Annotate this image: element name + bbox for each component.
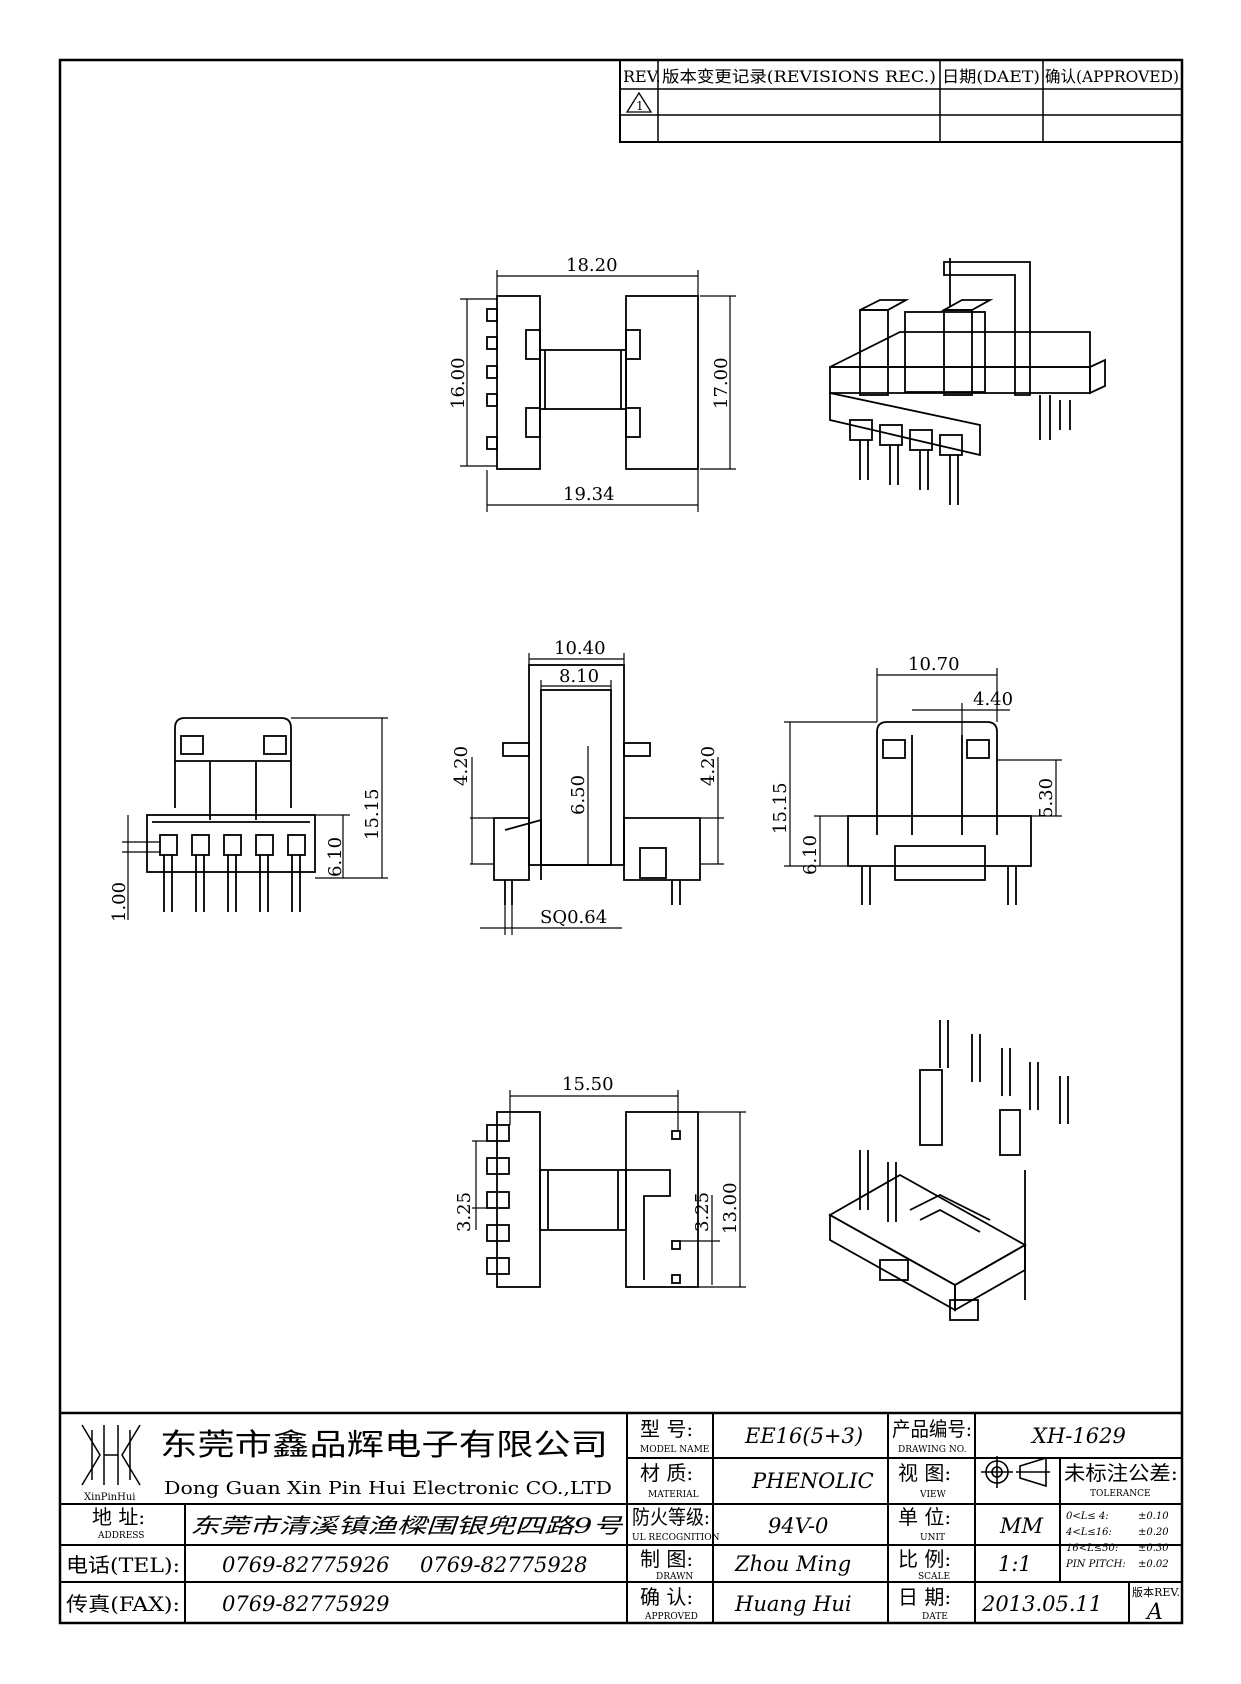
revision-triangle-icon (625, 91, 653, 113)
side-view-left (122, 717, 388, 920)
company-logo-icon (81, 1424, 141, 1486)
tolerance-label: 未标注公差: (1064, 1461, 1178, 1485)
model-label: 型 号: (640, 1417, 693, 1441)
fire-rating-value: 94V-0 (768, 1514, 828, 1538)
logo-text: XinPinHui (84, 1492, 135, 1503)
dim-top-width-bottom: 19.34 (563, 484, 615, 505)
dim-top-width-top: 18.20 (566, 255, 618, 276)
dim-front-outer-width: 10.40 (554, 638, 606, 659)
address-label: 地 址: (92, 1505, 145, 1529)
dim-right-base-height: 6.10 (800, 835, 821, 875)
tel-value-1: 0769-82775926 (222, 1553, 389, 1577)
dim-right-total-height: 15.15 (770, 782, 791, 834)
scale-sub: SCALE (918, 1572, 950, 1582)
address-value: 东莞市清溪镇渔樑围银兜四路9号 (190, 1514, 623, 1538)
dim-front-center-height: 6.50 (568, 775, 589, 815)
unit-label: 单 位: (898, 1505, 951, 1529)
date-value: 2013.05.11 (981, 1592, 1102, 1616)
front-view (470, 653, 724, 935)
sheet-border (58, 58, 1184, 1625)
dim-side-height-total: 15.15 (362, 788, 383, 840)
dim-side-pin-offset: 1.00 (109, 882, 130, 922)
view-label: 视 图: (898, 1461, 951, 1485)
dim-bottom-pitch-right: 3.25 (692, 1192, 713, 1232)
dim-bottom-pitch-left: 3.25 (454, 1192, 475, 1232)
bottom-view (472, 1090, 746, 1288)
tolerance-range-0: 0<L≤ 4: (1066, 1511, 1109, 1522)
tolerance-table: 0<L≤ 4: ±0.10 4<L≤16: ±0.20 16<L≤50: ±0.… (1065, 1511, 1169, 1570)
rev-label: 版本REV. (1132, 1585, 1180, 1599)
drawing-no-sub: DRAWING NO. (898, 1445, 967, 1455)
rev-value: A (1145, 1600, 1163, 1625)
dim-top-height-right: 17.00 (711, 357, 732, 409)
material-sub: MATERIAL (648, 1490, 699, 1500)
model-value: EE16(5+3) (744, 1424, 863, 1448)
address-sub: ADDRESS (97, 1531, 144, 1541)
unit-sub: UNIT (920, 1533, 945, 1543)
fire-rating-label: 防火等级: (632, 1505, 710, 1529)
tel-value-2: 0769-82775928 (420, 1553, 587, 1577)
approved-sub: APPROVED (644, 1612, 698, 1622)
title-block-grid (60, 1411, 1182, 1623)
right-view (784, 668, 1062, 905)
approved-label: 确 认: (640, 1585, 693, 1609)
revision-table: REV. 版本变更记录(REVISIONS REC.) 日期(DAET) 确认(… (619, 59, 1183, 143)
dim-right-width: 10.70 (908, 654, 960, 675)
dim-front-right-height: 4.20 (698, 746, 719, 786)
material-label: 材 质: (640, 1461, 693, 1485)
drawn-label: 制 图: (640, 1547, 693, 1571)
iso-view-top (829, 258, 1106, 505)
view-sub: VIEW (919, 1490, 947, 1500)
rev-mark: 1 (636, 99, 644, 113)
fire-rating-sub: UL RECOGNITION (632, 1533, 720, 1543)
tolerance-value-3: ±0.02 (1138, 1559, 1169, 1570)
tolerance-value-0: ±0.10 (1138, 1511, 1169, 1522)
tolerance-value-2: ±0.30 (1138, 1543, 1169, 1554)
rev-header-date: 日期(DAET) (942, 67, 1040, 86)
drawing-no-value: XH-1629 (1030, 1424, 1126, 1448)
tolerance-range-1: 4<L≤16: (1065, 1527, 1112, 1538)
dim-right-gap: 4.40 (973, 689, 1013, 710)
scale-value: 1:1 (998, 1552, 1032, 1576)
date-sub: DATE (922, 1612, 948, 1622)
fax-value: 0769-82775929 (222, 1592, 389, 1616)
drawing-no-label: 产品编号: (892, 1417, 972, 1441)
tel-label: 电话(TEL): (66, 1553, 180, 1577)
iso-view-bottom (828, 1020, 1069, 1321)
drawn-sub: DRAWN (656, 1572, 693, 1582)
dim-front-pin-size: SQ0.64 (540, 907, 607, 928)
dim-bottom-height: 13.00 (720, 1182, 741, 1234)
tolerance-sub: TOLERANCE (1090, 1489, 1151, 1499)
fax-label: 传真(FAX): (66, 1592, 180, 1616)
dim-right-upper-height: 5.30 (1036, 778, 1057, 818)
tolerance-range-2: 16<L≤50: (1066, 1543, 1118, 1554)
material-value: PHENOLIC (751, 1469, 874, 1493)
dim-front-left-height: 4.20 (451, 746, 472, 786)
dim-bottom-width: 15.50 (562, 1074, 614, 1095)
drawn-value: Zhou Ming (734, 1552, 851, 1576)
dim-front-inner-width: 8.10 (559, 666, 599, 687)
approved-value: Huang Hui (734, 1592, 852, 1616)
scale-label: 比 例: (898, 1547, 951, 1571)
rev-header-approved: 确认(APPROVED) (1045, 67, 1179, 86)
tolerance-value-1: ±0.20 (1138, 1527, 1169, 1538)
top-view (460, 270, 736, 512)
tolerance-range-3: PIN PITCH: (1065, 1559, 1126, 1570)
projection-symbol-icon (981, 1456, 1050, 1488)
company-name-cn: 东莞市鑫品辉电子有限公司 (160, 1428, 608, 1463)
unit-value: MM (999, 1514, 1044, 1538)
rev-header-rev: REV. (623, 67, 661, 86)
rev-header-records: 版本变更记录(REVISIONS REC.) (662, 67, 936, 86)
dim-top-height-left: 16.00 (448, 357, 469, 409)
date-label: 日 期: (898, 1585, 951, 1609)
company-name-en: Dong Guan Xin Pin Hui Electronic CO.,LTD (164, 1478, 612, 1499)
dim-side-base-height: 6.10 (325, 837, 346, 877)
model-sub: MODEL NAME (640, 1445, 709, 1455)
